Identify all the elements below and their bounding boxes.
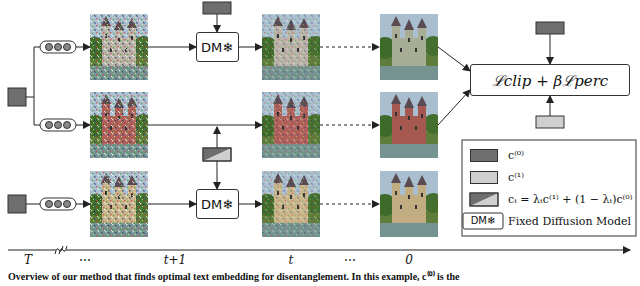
figure-caption: Overview of our method that finds optima…: [8, 271, 460, 283]
loss-box: ℒclip + βℒperc: [470, 64, 630, 96]
wire: [26, 47, 40, 204]
sampling-pill: [40, 119, 76, 131]
arrow: [148, 47, 196, 48]
dot: [55, 201, 62, 208]
time-label: t: [289, 253, 294, 267]
axis-line: [8, 250, 630, 251]
dotted-arrow: [320, 204, 379, 205]
dot: [64, 44, 71, 51]
arrow: [238, 204, 262, 205]
time-label: T: [24, 253, 32, 267]
axis-break-gap: [56, 245, 66, 255]
condition-box: [536, 22, 564, 34]
sampling-pill: [40, 41, 76, 53]
noise-overlay: [262, 92, 320, 158]
time-label: 0: [405, 253, 413, 267]
legend-swatch: [470, 149, 498, 162]
arrow: [438, 90, 470, 125]
condition-box: [536, 116, 564, 128]
arrow: [76, 47, 90, 48]
legend-swatch-half: [470, 193, 498, 206]
time-label: t+1: [164, 253, 187, 267]
time-axis: [8, 245, 630, 255]
node-text: DM❄: [201, 197, 233, 212]
noise-square: [8, 195, 26, 213]
noise-overlay: [90, 171, 148, 237]
dot: [55, 44, 62, 51]
arrow: [148, 204, 196, 205]
legend-swatch: [470, 171, 498, 184]
castle-images: [84, 14, 443, 237]
castle-image: [256, 14, 325, 80]
sampling-pill: [40, 198, 76, 210]
legend-text: c⁽⁰⁾: [508, 148, 524, 163]
flow-arrows: [76, 14, 550, 204]
arrow: [238, 47, 262, 48]
dot: [64, 201, 71, 208]
castle-image: [374, 14, 443, 80]
noise-pills: [40, 41, 76, 210]
noise-square: [8, 88, 26, 106]
castle-image: [374, 171, 443, 237]
legend-box: [462, 140, 636, 236]
dot: [55, 122, 62, 129]
legend-dm-icon: [463, 213, 503, 229]
castle-image: [256, 92, 325, 158]
arrow: [217, 14, 218, 32]
castle-image: [84, 14, 153, 80]
legend-swatch-border: [470, 193, 498, 206]
noise-overlay: [90, 14, 148, 80]
legend-icon-text: DM❄: [471, 214, 496, 228]
legend-text: cₜ = λₜc⁽¹⁾ + (1 − λₜ)c⁽⁰⁾: [508, 192, 632, 207]
diffusion-model-box: DM❄: [196, 189, 239, 219]
arrow: [438, 47, 470, 71]
noise-overlay: [90, 92, 148, 158]
condition-box: [203, 2, 231, 14]
castle-image: [84, 92, 153, 158]
diffusion-model-box: DM❄: [196, 32, 239, 62]
condition-box: [203, 148, 231, 161]
axis-break: [55, 246, 67, 254]
node-text: DM❄: [201, 40, 233, 55]
dot: [64, 122, 71, 129]
legend-text: Fixed Diffusion Model: [508, 214, 631, 229]
legend-text: c⁽¹⁾: [508, 170, 524, 185]
arrow: [76, 204, 90, 205]
noise-overlay: [262, 171, 320, 237]
arrow: [550, 96, 551, 116]
dot: [46, 44, 53, 51]
time-ellipsis: ⋯: [79, 253, 91, 267]
noise-overlay: [262, 14, 320, 80]
dotted-arrow: [320, 47, 379, 48]
legend-frame: [462, 140, 636, 236]
condition-box-half: [203, 148, 231, 161]
dotted-arrow: [320, 125, 379, 126]
time-ellipsis: ⋯: [344, 253, 356, 267]
castle-image: [84, 171, 153, 237]
condition-box-border: [203, 148, 231, 161]
legend-swatch-mixed: [470, 193, 498, 206]
arrow: [217, 161, 218, 189]
arrow: [76, 125, 90, 126]
arrow: [550, 34, 551, 64]
dot: [46, 122, 53, 129]
node-text: ℒclip + βℒperc: [492, 70, 608, 90]
arrow: [148, 125, 262, 126]
dot: [46, 201, 53, 208]
noise-source: [8, 47, 40, 213]
castle-image: [374, 92, 443, 158]
castle-image: [256, 171, 325, 237]
arrow: [217, 127, 218, 148]
